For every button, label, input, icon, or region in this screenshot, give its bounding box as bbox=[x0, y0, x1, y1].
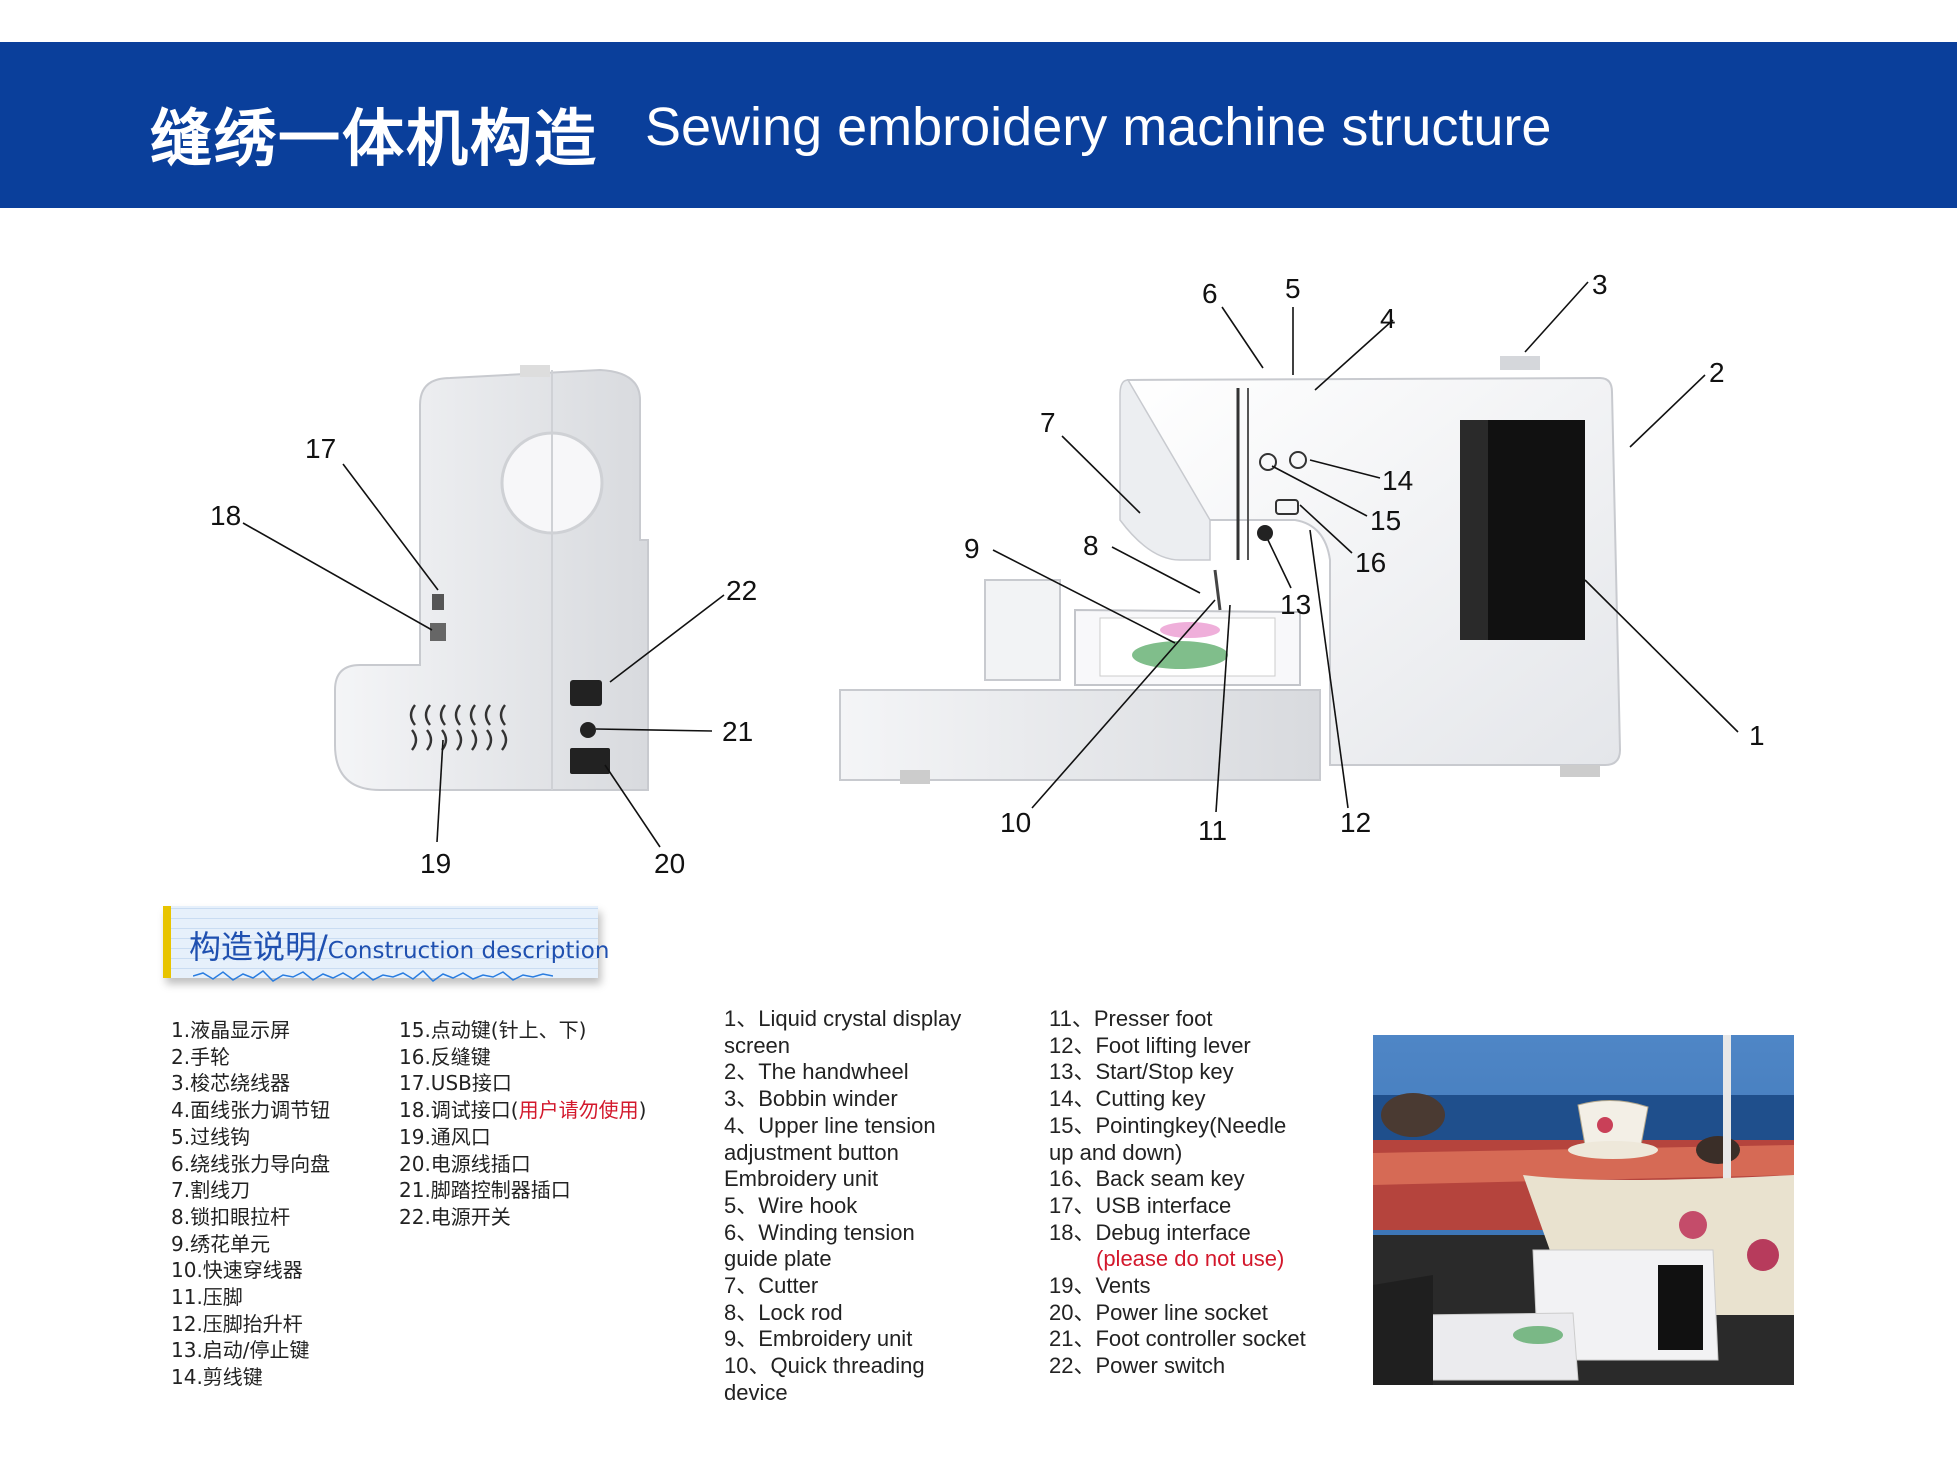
list-item: 3.梭芯绕线器 bbox=[171, 1071, 291, 1096]
callout-21: 21 bbox=[722, 716, 753, 747]
callout-6: 6 bbox=[1202, 278, 1218, 309]
list-item: 16、Back seam key bbox=[1049, 1166, 1245, 1192]
machine-front-view bbox=[839, 356, 1622, 784]
callout-16: 16 bbox=[1355, 547, 1386, 578]
list-item: 20.电源线插口 bbox=[399, 1151, 531, 1176]
callout-5: 5 bbox=[1285, 273, 1301, 304]
english-parts-list-2: 11、Presser foot 12、Foot lifting lever 13… bbox=[1049, 1006, 1306, 1380]
list-item: 9.绣花单元 bbox=[171, 1231, 271, 1256]
list-item: 4.面线张力调节钮 bbox=[171, 1098, 331, 1123]
list-item: 10.快速穿线器 bbox=[171, 1258, 303, 1283]
list-item: 8.锁扣眼拉杆 bbox=[171, 1204, 291, 1229]
callout-18: 18 bbox=[210, 500, 241, 531]
list-item: 2.手轮 bbox=[171, 1044, 231, 1069]
list-item: 10、Quick threading bbox=[724, 1353, 925, 1379]
callout-11: 11 bbox=[1198, 815, 1227, 846]
chinese-parts-list-1: 1.液晶显示屏 2.手轮 3.梭芯绕线器 4.面线张力调节钮 5.过线钩 6.绕… bbox=[171, 1017, 330, 1391]
list-item: 5、Wire hook bbox=[724, 1192, 858, 1218]
list-item: Embroidery unit bbox=[724, 1166, 879, 1192]
callout-12: 12 bbox=[1340, 807, 1371, 838]
section-title-english: Construction description bbox=[327, 938, 610, 964]
list-item: adjustment button bbox=[724, 1139, 899, 1165]
list-item: screen bbox=[724, 1032, 791, 1058]
english-parts-list-1: 1、Liquid crystal display screen 2、The ha… bbox=[724, 1006, 961, 1407]
callout-9: 9 bbox=[964, 533, 980, 564]
callout-15: 15 bbox=[1370, 505, 1401, 536]
list-item: 18、Debug interface bbox=[1049, 1219, 1251, 1245]
list-item: 21、Foot controller socket bbox=[1049, 1326, 1306, 1352]
list-item: 22.电源开关 bbox=[399, 1204, 511, 1229]
callout-22: 22 bbox=[726, 575, 757, 606]
list-item: 17、USB interface bbox=[1049, 1192, 1232, 1218]
section-title-chinese: 构造说明/ bbox=[189, 928, 328, 966]
list-item: 12.压脚抬升杆 bbox=[171, 1311, 303, 1336]
header-accent-bar bbox=[163, 906, 171, 978]
list-item: up and down) bbox=[1049, 1139, 1183, 1165]
warning-note: (please do not use) bbox=[1096, 1246, 1285, 1272]
list-item: 19.通风口 bbox=[399, 1124, 491, 1149]
callout-20: 20 bbox=[654, 848, 685, 879]
list-item: 1.液晶显示屏 bbox=[171, 1018, 291, 1042]
list-item: 14、Cutting key bbox=[1049, 1086, 1206, 1112]
callout-19: 19 bbox=[420, 848, 451, 879]
list-item: 11、Presser foot bbox=[1049, 1006, 1213, 1031]
list-item: 16.反缝键 bbox=[399, 1044, 491, 1069]
callout-10: 10 bbox=[1000, 807, 1031, 838]
list-item: 9、Embroidery unit bbox=[724, 1326, 913, 1352]
callout-3: 3 bbox=[1592, 269, 1608, 300]
callout-14: 14 bbox=[1382, 465, 1413, 496]
callout-7: 7 bbox=[1040, 407, 1056, 438]
machine-side-view bbox=[334, 365, 649, 791]
list-item: 6、Winding tension bbox=[724, 1219, 915, 1245]
list-item: 7.割线刀 bbox=[171, 1178, 251, 1203]
waveform-decoration bbox=[193, 970, 553, 982]
list-item: 11.压脚 bbox=[171, 1285, 243, 1310]
product-photo bbox=[1373, 1035, 1794, 1385]
list-item: 22、Power switch bbox=[1049, 1353, 1226, 1379]
list-item: 13.启动/停止键 bbox=[171, 1338, 310, 1363]
construction-description-header: 构造说明/Construction description bbox=[163, 906, 609, 982]
list-item-text: ) bbox=[638, 1098, 647, 1123]
list-item: 19、Vents bbox=[1049, 1273, 1151, 1299]
list-item: 6.绕线张力导向盘 bbox=[171, 1151, 331, 1176]
list-item-text: 18.调试接口( bbox=[399, 1098, 519, 1123]
list-item: 21.脚踏控制器插口 bbox=[399, 1178, 571, 1203]
chinese-parts-list-2: 15.点动键(针上、下) 16.反缝键 17.USB接口 18.调试接口(用户请… bbox=[399, 1017, 646, 1231]
list-item: 15.点动键(针上、下) bbox=[399, 1018, 587, 1042]
list-item: device bbox=[724, 1379, 788, 1405]
machine-diagram: 1 2 3 4 5 6 7 8 9 10 11 12 13 14 15 16 1… bbox=[210, 269, 1765, 879]
list-item: 4、Upper line tension bbox=[724, 1112, 936, 1138]
list-item: 8、Lock rod bbox=[724, 1299, 843, 1325]
callout-4: 4 bbox=[1380, 303, 1396, 334]
callout-13: 13 bbox=[1280, 589, 1311, 620]
list-item: 13、Start/Stop key bbox=[1049, 1059, 1234, 1085]
list-item: 3、Bobbin winder bbox=[724, 1086, 898, 1112]
callout-8: 8 bbox=[1083, 530, 1099, 561]
callout-leader-lines bbox=[242, 281, 1739, 848]
list-item: 1、Liquid crystal display bbox=[724, 1006, 962, 1031]
callout-17: 17 bbox=[305, 433, 336, 464]
page-title-chinese: 缝绣一体机构造 bbox=[150, 102, 599, 175]
lifestyle-photo-illustration bbox=[1373, 1035, 1794, 1385]
callout-2: 2 bbox=[1709, 357, 1725, 388]
section-title: 构造说明/Construction description bbox=[189, 922, 609, 968]
page-title-english: Sewing embroidery machine structure bbox=[645, 97, 1552, 157]
list-item: 12、Foot lifting lever bbox=[1049, 1032, 1251, 1058]
list-item: 14.剪线键 bbox=[171, 1365, 263, 1390]
callout-1: 1 bbox=[1749, 720, 1765, 751]
list-item: 15、Pointingkey(Needle bbox=[1049, 1112, 1287, 1138]
list-item: 20、Power line socket bbox=[1049, 1299, 1268, 1325]
title-banner bbox=[0, 42, 1957, 208]
list-item: 5.过线钩 bbox=[171, 1124, 251, 1149]
warning-note: 用户请勿使用 bbox=[518, 1098, 639, 1123]
list-item: 18.调试接口(用户请勿使用) bbox=[399, 1097, 646, 1124]
list-item: 2、The handwheel bbox=[724, 1059, 909, 1085]
list-item: 7、Cutter bbox=[724, 1273, 819, 1299]
list-item: guide plate bbox=[724, 1246, 832, 1272]
list-item: 17.USB接口 bbox=[399, 1071, 512, 1096]
